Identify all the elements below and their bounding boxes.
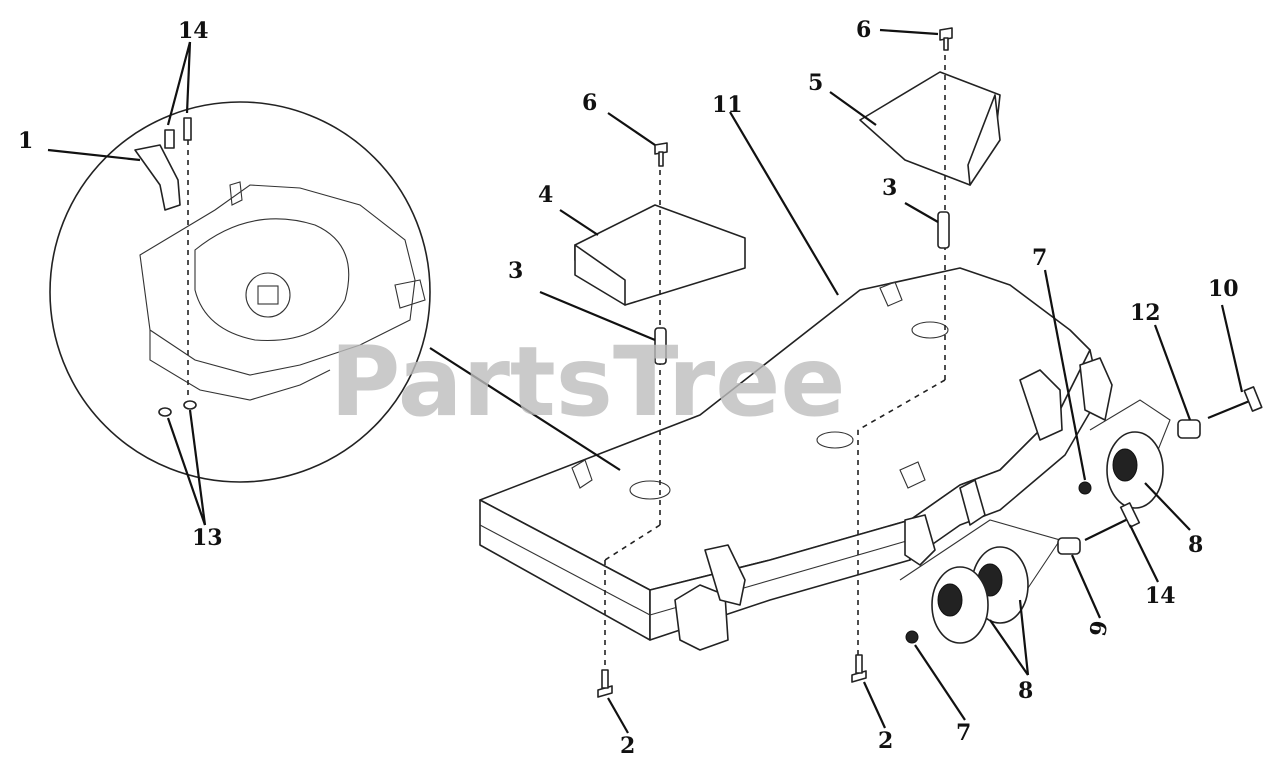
- callout-13: 13: [192, 525, 223, 551]
- callout-10: 10: [1208, 276, 1239, 302]
- callout-2: 2: [878, 728, 893, 754]
- callout-2: 2: [620, 733, 635, 759]
- callout-8: 8: [1018, 678, 1033, 704]
- bolt-14-roller: [1084, 502, 1141, 541]
- callout-7: 7: [1032, 245, 1047, 271]
- assembly-line: [604, 524, 661, 561]
- assembly-line: [857, 379, 946, 431]
- watermark: PartsTree: [330, 326, 845, 438]
- cover-plate-5: [859, 71, 1001, 186]
- callout-4: 4: [538, 182, 553, 208]
- callout-12: 12: [1130, 300, 1161, 326]
- callout-6: 6: [582, 90, 597, 116]
- spacer-9: [1057, 537, 1081, 555]
- callout-3: 3: [508, 258, 523, 284]
- bolt-6-left: [654, 142, 668, 155]
- callout-5: 5: [808, 70, 823, 96]
- callout-8: 8: [1188, 532, 1203, 558]
- spacer-3-right: [937, 211, 950, 249]
- detail-inset: [49, 101, 431, 483]
- spacer-3-left: [654, 327, 667, 365]
- bolt-10: [1207, 386, 1263, 420]
- bolt-6-right: [939, 27, 953, 41]
- leader-lines: [47, 28, 1244, 734]
- callout-7: 7: [956, 720, 971, 746]
- callout-6: 6: [856, 17, 871, 43]
- callout-11: 11: [712, 92, 743, 118]
- callout-3: 3: [882, 175, 897, 201]
- roller-wheels: [931, 431, 1164, 644]
- mower-deck: [479, 267, 1171, 651]
- spacer-12: [1177, 419, 1201, 439]
- callout-1: 1: [18, 128, 33, 154]
- callout-14: 14: [1145, 583, 1176, 609]
- callout-9: 9: [1085, 619, 1113, 639]
- callout-labels: 1 14 13 6 6 5 11 4 3 3 7 12 10 8 14 9 8 …: [18, 17, 1239, 759]
- nut-7-bottom: [905, 630, 919, 644]
- callout-14: 14: [178, 18, 209, 44]
- nut-7-right: [1078, 481, 1092, 495]
